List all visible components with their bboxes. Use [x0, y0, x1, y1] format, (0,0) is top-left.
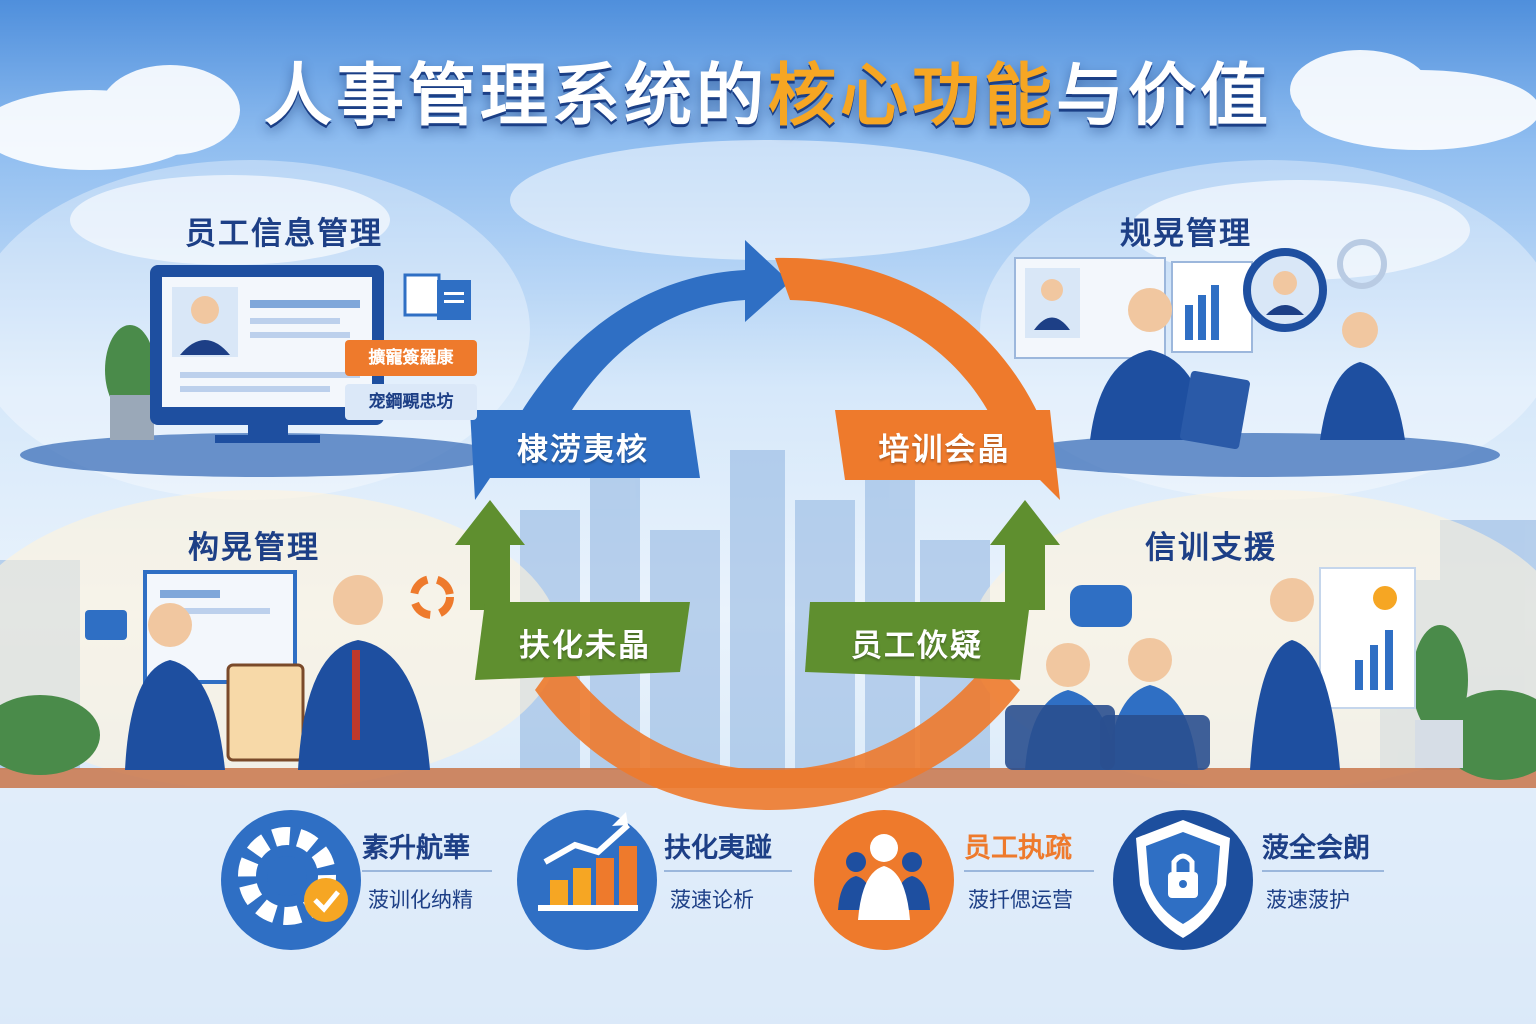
team-icon: [838, 834, 930, 920]
banner-blue: 棣涝夷核: [517, 432, 649, 468]
plant-shapes: [0, 325, 1536, 780]
label-top-right: 规晃管理: [1120, 216, 1252, 252]
growth-chart-icon: [538, 812, 638, 911]
page-title: 人事管理系统的核心功能与价值: [0, 40, 1536, 139]
bottom-left-scene: [85, 570, 454, 770]
banner-green-right: 员工佽疑: [851, 628, 983, 664]
title-highlight: 核心功能: [767, 57, 1056, 136]
blue-banner-shape: [470, 410, 700, 500]
value-title: 素升航華: [362, 833, 470, 864]
divider: [362, 870, 492, 872]
document-icon: [403, 273, 471, 320]
value-title: 员工执疏: [964, 833, 1072, 864]
gear-check-icon: [238, 827, 348, 925]
monitor-icon: [150, 265, 384, 443]
green-right-arrow: [990, 500, 1060, 610]
value-subtitle: 菠速菠护: [1266, 888, 1350, 912]
blue-cycle-arrow: [500, 240, 790, 460]
banner-green-left: 扶化未晶: [519, 628, 651, 664]
label-top-left: 员工信息管理: [185, 216, 383, 252]
value-subtitle: 菠扦偲运营: [968, 888, 1073, 912]
title-part-1: 人事管理系统的: [263, 57, 768, 136]
value-subtitle: 菠速论析: [670, 888, 754, 912]
title-part-2: 与价值: [1056, 57, 1273, 136]
chip-blue: 宠鋼覡忠坊: [345, 384, 477, 420]
orange-bottom-arc: [535, 655, 1020, 810]
divider: [964, 870, 1094, 872]
chip-orange: 擴寵簽羅康: [345, 340, 477, 376]
orange-banner-shape: [835, 410, 1060, 500]
divider: [664, 870, 792, 872]
green-left-arrow: [455, 500, 525, 610]
banner-orange: 培训会晶: [878, 432, 1011, 468]
divider: [1262, 870, 1384, 872]
value-title: 扶化夷踫: [664, 833, 772, 864]
bottom-right-scene: [1005, 567, 1416, 770]
label-bottom-right: 信训支援: [1145, 530, 1277, 566]
top-right-scene: [1014, 239, 1405, 450]
security-shield-icon: [1136, 820, 1230, 938]
value-title: 菠全会朗: [1262, 833, 1370, 864]
green-right-banner-shape: [805, 602, 1030, 680]
green-left-banner-shape: [475, 602, 690, 680]
label-bottom-left: 构晃管理: [188, 530, 320, 566]
value-subtitle: 菠训化纳精: [368, 888, 473, 912]
